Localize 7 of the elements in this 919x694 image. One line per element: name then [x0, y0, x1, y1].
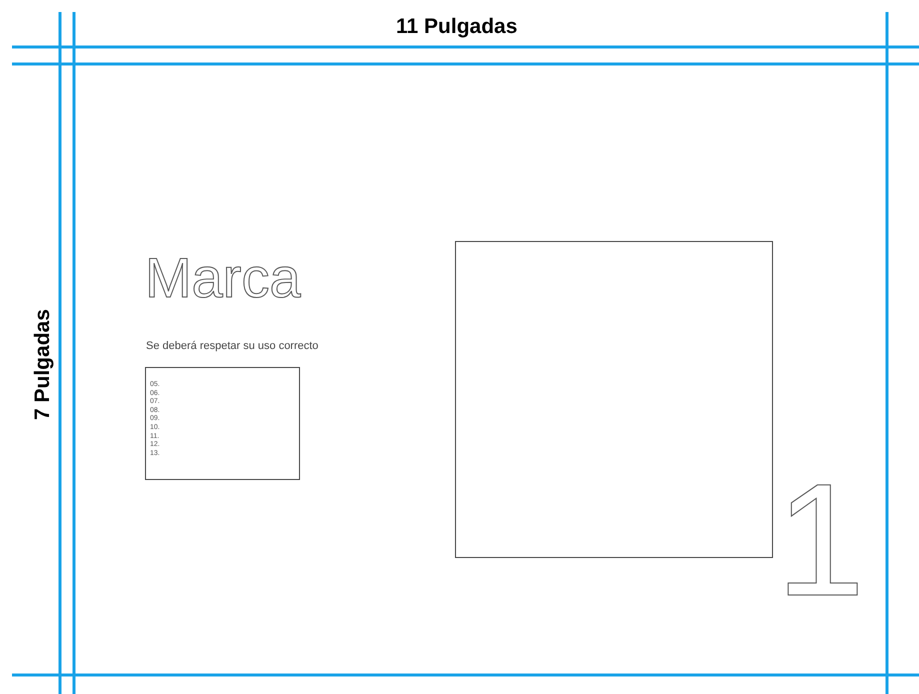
- list-box: [145, 367, 300, 480]
- dimension-label: 11 Pulgadas: [396, 16, 518, 37]
- empty-frame: [455, 241, 773, 558]
- dimension-label: 7 Pulgadas: [32, 309, 53, 420]
- note-text: Se deberá respetar su uso correcto: [146, 341, 318, 352]
- page-number: 1: [776, 460, 865, 620]
- heading: Marca: [145, 250, 301, 306]
